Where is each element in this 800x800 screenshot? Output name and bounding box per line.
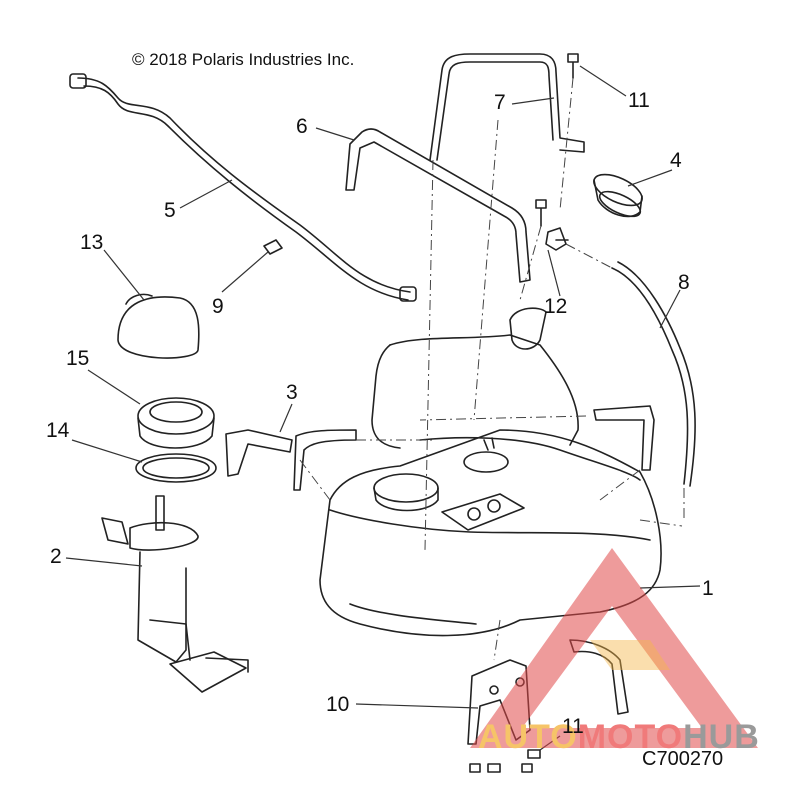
callout-12: 12	[544, 295, 568, 318]
callout-15: 15	[66, 347, 90, 370]
watermark-hub: HUB	[683, 718, 760, 756]
drawing-code: C700270	[642, 748, 724, 770]
bracket-3	[225, 429, 293, 477]
watermark-text: AUTOMOTOHUB	[478, 718, 760, 757]
breather-hose	[611, 261, 696, 487]
gasket	[135, 453, 217, 483]
shield-right	[593, 405, 655, 471]
watermark-moto: MOTO	[577, 718, 684, 756]
tank-strap-middle	[345, 128, 531, 283]
callout-4: 4	[670, 149, 682, 172]
callout-13: 13	[80, 231, 104, 254]
fuel-line-hose	[69, 73, 417, 302]
bolt-12	[535, 199, 547, 227]
callout-11-top: 11	[628, 89, 650, 112]
callout-1: 1	[702, 577, 714, 600]
leader-lines	[65, 65, 701, 751]
fuel-cap	[593, 173, 643, 218]
callout-3: 3	[286, 381, 298, 404]
bracket-lower-right	[569, 639, 629, 715]
callout-10: 10	[326, 693, 350, 716]
bolts-bottom	[469, 749, 541, 773]
callout-14: 14	[46, 419, 70, 442]
callout-11-bottom: 11	[562, 715, 584, 738]
fuel-pump-assembly	[101, 495, 249, 693]
callout-2: 2	[50, 545, 62, 568]
callout-5: 5	[164, 199, 176, 222]
assembly-centerlines	[299, 77, 685, 661]
bolt-11-top	[567, 53, 579, 79]
callout-6: 6	[296, 115, 308, 138]
fitting-9	[263, 239, 283, 255]
callout-7: 7	[494, 91, 506, 114]
callout-9: 9	[212, 295, 224, 318]
watermark-logo	[470, 548, 758, 748]
callout-8: 8	[678, 271, 690, 294]
fuel-tank	[319, 307, 662, 637]
lock-ring	[137, 397, 215, 449]
watermark-auto: AUTO	[478, 718, 578, 756]
pump-cover	[117, 293, 200, 359]
copyright-notice: © 2018 Polaris Industries Inc.	[132, 50, 355, 69]
tank-strap-upper	[429, 53, 585, 161]
fitting-12	[545, 227, 569, 251]
shield-left	[293, 429, 357, 491]
